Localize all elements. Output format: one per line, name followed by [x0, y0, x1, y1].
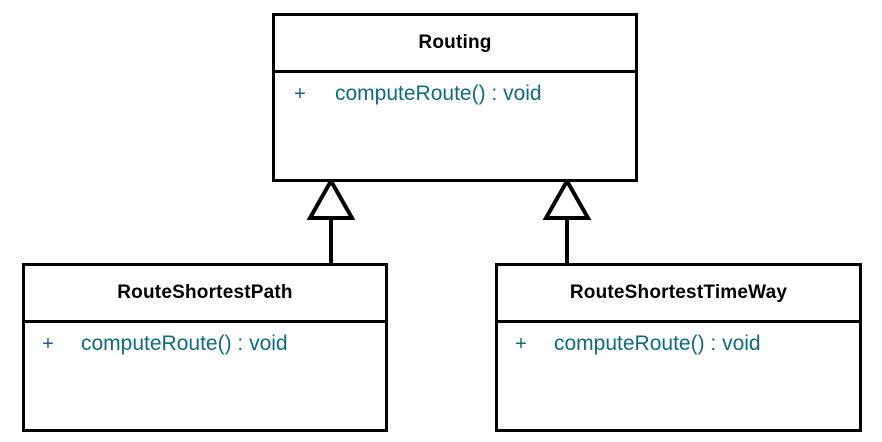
- member-visibility-icon: +: [294, 83, 306, 105]
- generalization-hollow-triangle-icon: [542, 176, 592, 268]
- generalization-arrow-route-shortest-path: [296, 176, 366, 268]
- class-name-compartment-route-shortest-time-way: RouteShortestTimeWay: [498, 266, 859, 323]
- class-member-row: + computeRoute() : void: [275, 82, 635, 106]
- class-title-route-shortest-time-way: RouteShortestTimeWay: [569, 282, 788, 303]
- generalization-hollow-triangle-icon: [306, 176, 356, 268]
- member-signature-label: computeRoute() : void: [554, 332, 761, 355]
- uml-class-routing[interactable]: Routing + computeRoute() : void: [272, 13, 638, 182]
- uml-class-route-shortest-path[interactable]: RouteShortestPath + computeRoute() : voi…: [22, 263, 388, 432]
- uml-class-route-shortest-time-way[interactable]: RouteShortestTimeWay + computeRoute() : …: [495, 263, 862, 432]
- class-title-route-shortest-path: RouteShortestPath: [117, 282, 293, 303]
- member-visibility-icon: +: [515, 333, 527, 355]
- member-visibility-icon: +: [42, 333, 54, 355]
- class-name-compartment-routing: Routing: [275, 16, 635, 73]
- class-member-row: + computeRoute() : void: [498, 332, 859, 356]
- class-title-routing: Routing: [418, 32, 492, 53]
- class-member-row: + computeRoute() : void: [25, 332, 385, 356]
- member-signature-label: computeRoute() : void: [335, 82, 542, 105]
- class-members-compartment-route-shortest-time-way: + computeRoute() : void: [498, 323, 859, 429]
- generalization-arrow-route-shortest-time-way: [532, 176, 602, 268]
- class-members-compartment-route-shortest-path: + computeRoute() : void: [25, 323, 385, 429]
- member-signature-label: computeRoute() : void: [81, 332, 288, 355]
- class-members-compartment-routing: + computeRoute() : void: [275, 73, 635, 179]
- class-name-compartment-route-shortest-path: RouteShortestPath: [25, 266, 385, 323]
